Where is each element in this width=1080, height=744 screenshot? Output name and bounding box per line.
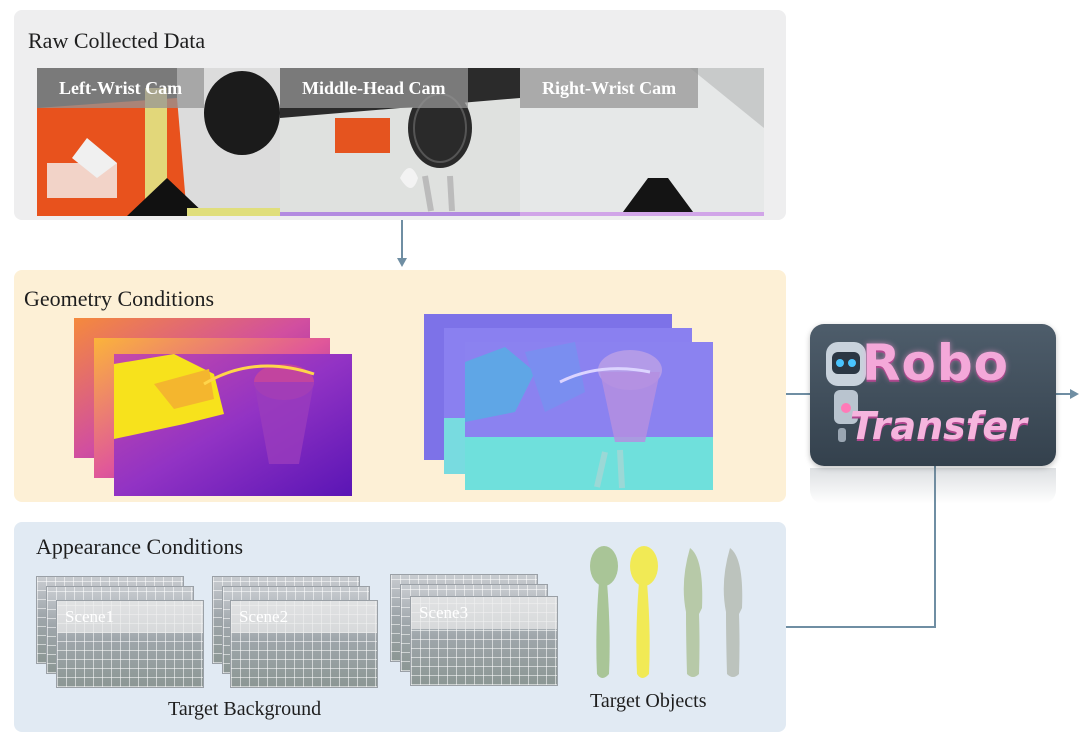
right-wrist-cam-image: Right-Wrist Cam: [520, 68, 764, 216]
logo-transfer-text: Transfer: [850, 404, 1027, 448]
middle-head-cam-image: Middle-Head Cam: [280, 68, 520, 216]
target-background-caption: Target Background: [168, 698, 322, 720]
target-objects-caption: Target Objects: [590, 690, 707, 712]
raw-data-title: Raw Collected Data: [28, 28, 206, 53]
down-arrow-icon: [397, 220, 407, 267]
green-spoon-icon: [590, 546, 618, 678]
green-knife-icon: [683, 548, 703, 677]
appearance-connector-vertical: [934, 466, 936, 628]
logo-robo-text: Robo: [862, 334, 1009, 392]
depth-map-layer-front: [114, 354, 352, 496]
geometry-title: Geometry Conditions: [24, 286, 215, 311]
grey-knife-icon: [723, 548, 743, 677]
robotransfer-logo: Robo Transfer: [810, 324, 1056, 466]
middle-head-cam-label: Middle-Head Cam: [280, 68, 468, 108]
output-arrow-icon: [1056, 389, 1079, 399]
appearance-connector-horizontal: [786, 626, 936, 628]
robot-mascot-icon: [826, 342, 866, 442]
left-wrist-cam-label: Left-Wrist Cam: [37, 68, 205, 108]
left-wrist-cam-image: Left-Wrist Cam: [37, 68, 280, 216]
raw-data-panel: Raw Collected Data Left-Wrist Cam: [14, 10, 786, 220]
scene1-layer-front: Scene1: [56, 600, 204, 688]
geometry-to-logo-connector: [786, 393, 810, 395]
logo-reflection: [810, 468, 1056, 504]
right-wrist-cam-label: Right-Wrist Cam: [520, 68, 699, 108]
scene2-label: Scene2: [239, 607, 289, 626]
geometry-panel: Geometry Conditions: [14, 270, 786, 502]
scene3-label: Scene3: [419, 603, 469, 622]
yellow-spoon-icon: [630, 546, 658, 678]
appearance-title: Appearance Conditions: [36, 534, 244, 559]
scene3-layer-front: Scene3: [410, 596, 558, 686]
normal-map-layer-front: [465, 342, 713, 490]
appearance-panel: Appearance Conditions Scene1 Scene2 Scen…: [14, 522, 786, 732]
scene1-label: Scene1: [65, 607, 115, 626]
scene2-layer-front: Scene2: [230, 600, 378, 688]
target-objects-image: [590, 546, 743, 678]
